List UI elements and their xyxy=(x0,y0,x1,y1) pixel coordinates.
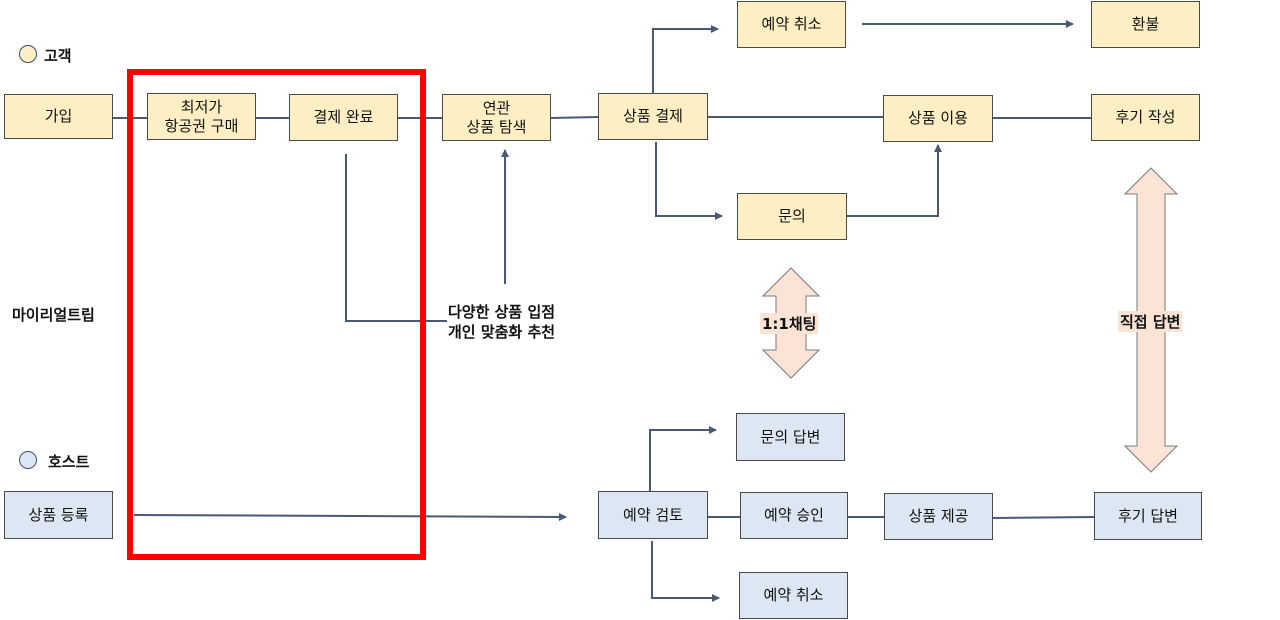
node-approve-reservation: 예약 승인 xyxy=(740,492,848,539)
node-related-search: 연관 상품 탐색 xyxy=(442,94,551,141)
node-signup: 가입 xyxy=(4,94,113,139)
node-payment-complete: 결제 완료 xyxy=(289,94,398,141)
node-provide-product: 상품 제공 xyxy=(884,493,993,540)
node-write-review: 후기 작성 xyxy=(1091,94,1200,141)
connector-inquiry-use xyxy=(847,144,942,217)
node-cancel-reservation-host: 예약 취소 xyxy=(739,572,848,619)
recommend-annotation: 다양한 상품 입점 개인 맞춤화 추천 xyxy=(448,303,556,341)
node-cheapest-ticket: 최저가 항공권 구매 xyxy=(147,93,256,140)
node-product-payment: 상품 결제 xyxy=(598,93,708,140)
service-name-label: 마이리얼트립 xyxy=(12,306,95,324)
connector-hostreview-cancel xyxy=(651,541,720,602)
connector-search-productpay xyxy=(550,116,599,119)
connector-productpay-cancel xyxy=(652,25,719,93)
host-legend-dot xyxy=(19,451,37,469)
guest-legend-dot xyxy=(19,45,37,63)
node-cancel-reservation-guest: 예약 취소 xyxy=(737,1,846,48)
connector-register-review xyxy=(133,512,567,521)
connector-productpay-inquiry xyxy=(655,142,723,220)
node-refund: 환불 xyxy=(1091,1,1200,48)
connector-hostreview-answer xyxy=(649,426,717,491)
connector-provide-reviewanswer xyxy=(992,516,1095,519)
chat-annotation: 1:1채팅 xyxy=(760,313,819,334)
connector-recommend-callout xyxy=(345,154,447,322)
direct-answer-annotation: 직접 답변 xyxy=(1118,311,1183,332)
highlight-box xyxy=(127,69,426,560)
host-legend-label: 호스트 xyxy=(48,453,90,471)
node-review-answer: 후기 답변 xyxy=(1094,492,1202,540)
node-inquiry-answer: 문의 답변 xyxy=(736,413,845,461)
node-inquiry: 문의 xyxy=(737,193,847,240)
node-register-product: 상품 등록 xyxy=(4,491,113,539)
node-product-use: 상품 이용 xyxy=(883,95,993,142)
node-review-reservation: 예약 검토 xyxy=(598,491,708,539)
guest-legend-label: 고객 xyxy=(44,47,72,65)
